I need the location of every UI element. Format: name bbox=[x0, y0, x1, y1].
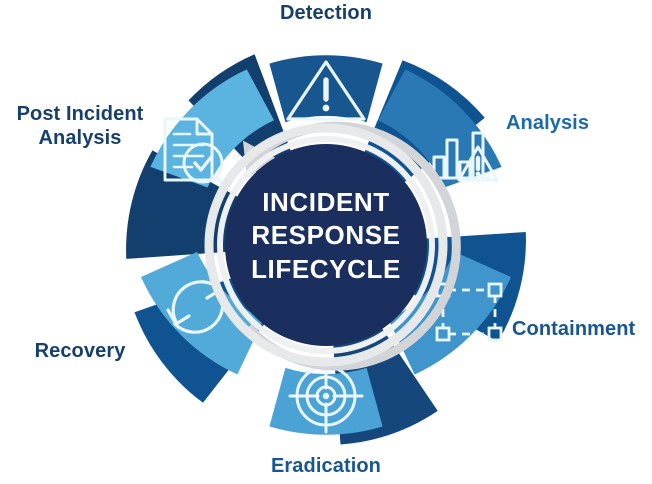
stage-label-recovery[interactable]: Recovery bbox=[34, 340, 126, 362]
stage-label-eradication[interactable]: Eradication bbox=[270, 455, 382, 477]
segment-post-incident-shape[interactable] bbox=[150, 69, 274, 188]
segment-recovery-shape[interactable] bbox=[141, 251, 264, 375]
center-disc bbox=[225, 144, 427, 346]
center-outer-ring bbox=[204, 123, 448, 367]
stage-label-detection[interactable]: Detection bbox=[279, 2, 373, 24]
warning-triangle-icon bbox=[286, 60, 366, 121]
stage-label-post-incident-analysis[interactable]: Post Incident Analysis bbox=[16, 103, 144, 149]
stage-label-containment[interactable]: Containment bbox=[512, 318, 636, 340]
segment-detection[interactable] bbox=[269, 55, 383, 123]
segment-containment-shape[interactable] bbox=[388, 251, 511, 375]
center-inner-ring bbox=[217, 136, 435, 354]
segment-post-incident-analysis[interactable] bbox=[150, 69, 274, 191]
segment-eradication-shape[interactable] bbox=[269, 367, 383, 435]
segment-eradication[interactable] bbox=[269, 358, 383, 435]
stage-label-analysis[interactable]: Analysis bbox=[506, 112, 590, 134]
segment-analysis[interactable] bbox=[378, 69, 502, 188]
bar-chart-warning-icon bbox=[429, 131, 499, 182]
